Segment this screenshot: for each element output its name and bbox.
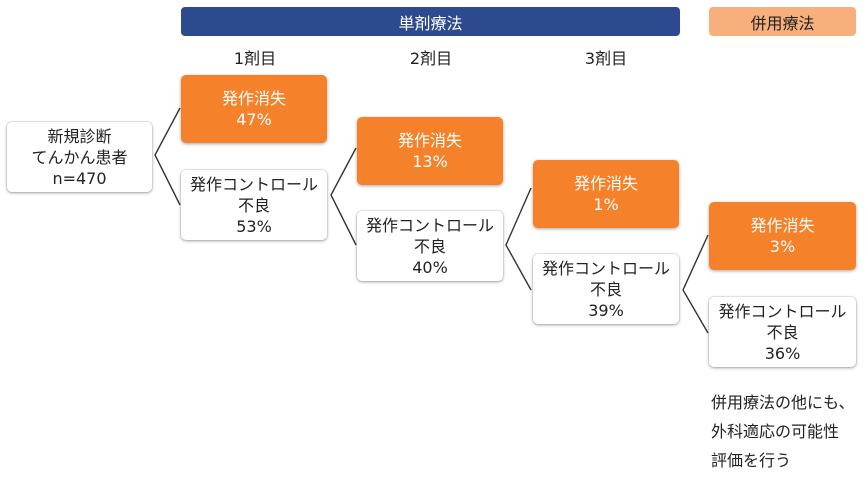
stage4-seizure-free-node: 発作消失 3% — [709, 202, 856, 270]
stage2-seizure-free-node: 発作消失 13% — [357, 117, 503, 185]
stage1-free-value: 47% — [236, 110, 272, 129]
stage2-poor-line1: 発作コントロール — [365, 215, 494, 235]
stage3-seizure-free-node: 発作消失 1% — [533, 160, 679, 228]
stage1-poor-value: 53% — [236, 216, 272, 236]
column-label-2: 2剤目 — [409, 49, 453, 68]
connector-root — [154, 107, 181, 206]
note-line3: 評価を行う — [711, 451, 792, 470]
stage2-poor-value: 40% — [412, 257, 448, 277]
column-label-3: 3剤目 — [584, 49, 628, 68]
stage3-free-label: 発作消失 — [573, 174, 638, 193]
note-line2: 外科適応の可能性 — [711, 422, 840, 441]
stage4-free-label: 発作消失 — [750, 216, 815, 235]
stage1-free-label: 発作消失 — [221, 89, 286, 108]
combination-label: 併用療法 — [750, 13, 815, 33]
combination-header: 併用療法 — [709, 7, 856, 36]
stage1-poor-control-node: 発作コントロール 不良 53% — [181, 170, 327, 240]
stage2-free-value: 13% — [412, 152, 448, 171]
column-label-1: 1剤目 — [233, 49, 277, 68]
stage4-poor-value: 36% — [764, 343, 801, 363]
note-line1: 併用療法の他にも、 — [711, 393, 855, 412]
root-line3: n=470 — [52, 168, 107, 188]
root-node: 新規診断 てんかん患者 n=470 — [7, 122, 152, 192]
stage3-poor-line2: 不良 — [589, 279, 622, 299]
stage2-poor-line2: 不良 — [413, 236, 446, 256]
stage3-free-value: 1% — [593, 195, 619, 214]
monotherapy-label: 単剤療法 — [398, 13, 463, 33]
stage3-poor-control-node: 発作コントロール 不良 39% — [533, 254, 679, 324]
root-line2: てんかん患者 — [31, 147, 128, 167]
stage4-poor-line1: 発作コントロール — [718, 301, 847, 321]
connector-stage3 — [682, 234, 709, 334]
stage4-poor-control-node: 発作コントロール 不良 36% — [709, 297, 856, 367]
stage1-seizure-free-node: 発作消失 47% — [181, 75, 327, 143]
surgery-note: 併用療法の他にも、 外科適応の可能性 評価を行う — [711, 388, 866, 475]
stage3-poor-line1: 発作コントロール — [541, 258, 670, 278]
stage1-poor-line2: 不良 — [237, 195, 270, 215]
stage4-poor-line2: 不良 — [766, 322, 799, 342]
stage2-free-label: 発作消失 — [397, 131, 462, 150]
stage3-poor-value: 39% — [588, 300, 624, 320]
stage2-poor-control-node: 発作コントロール 不良 40% — [357, 211, 503, 281]
root-line1: 新規診断 — [47, 126, 112, 146]
connector-stage1 — [330, 147, 357, 246]
stage1-poor-line1: 発作コントロール — [189, 174, 318, 194]
stage4-free-value: 3% — [769, 237, 796, 256]
connector-stage2 — [505, 187, 532, 291]
monotherapy-header: 単剤療法 — [181, 7, 680, 36]
